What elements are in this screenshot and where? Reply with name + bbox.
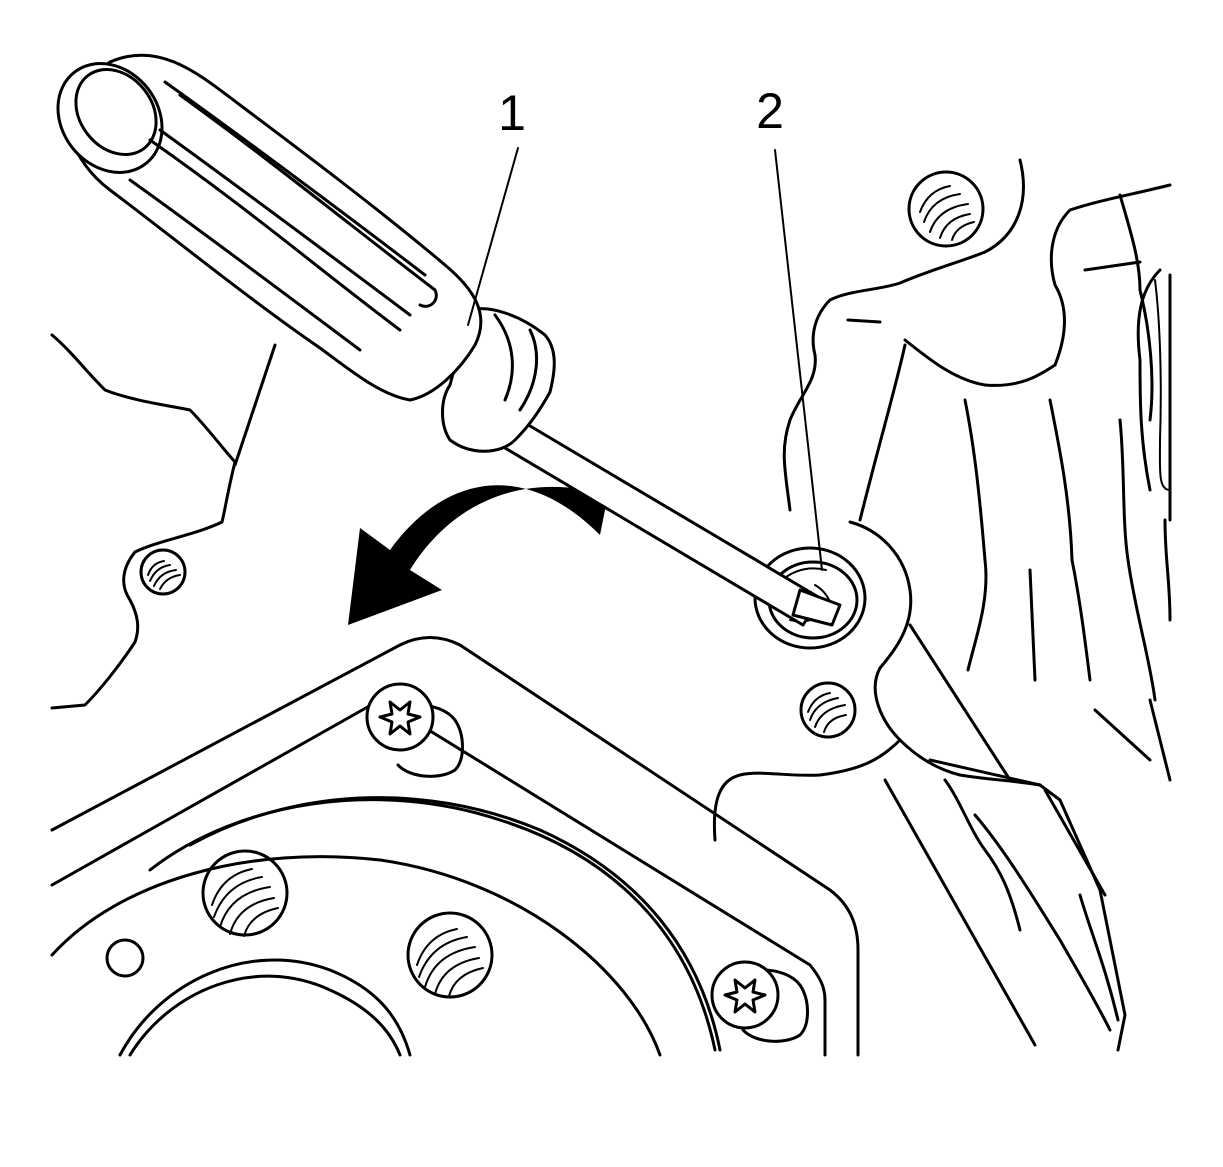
dome-bolt-2 — [406, 911, 494, 999]
callout-number-1: 1 — [498, 85, 526, 141]
right-housing — [712, 158, 1172, 1052]
torx-bolt-upper — [365, 682, 464, 778]
dome-bolt-1 — [201, 849, 289, 937]
small-bolt-head-right — [807, 692, 847, 733]
bolt-head-top — [919, 185, 975, 241]
screwdriver — [56, 53, 842, 627]
cover-plate — [50, 636, 860, 1057]
torx-bolt-lower — [710, 960, 809, 1043]
leader-line-2 — [774, 149, 823, 571]
leader-line-1 — [467, 147, 519, 326]
small-bolt-head-left — [147, 560, 181, 590]
rotation-arrow — [348, 485, 608, 625]
callout-number-2: 2 — [756, 83, 784, 139]
left-housing — [50, 333, 277, 710]
callout-leaders — [467, 147, 823, 571]
